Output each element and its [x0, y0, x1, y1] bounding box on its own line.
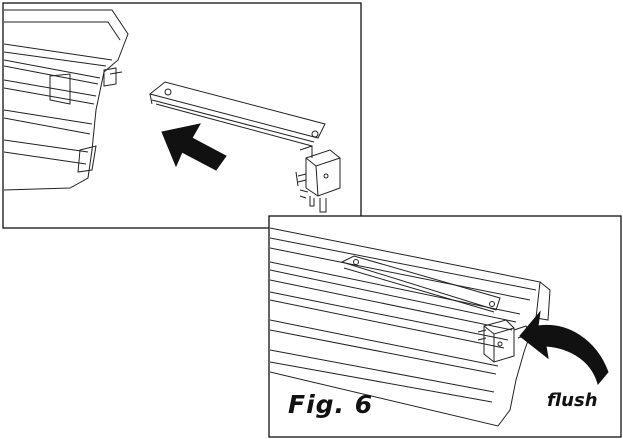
- panel-2-frame: [268, 215, 622, 438]
- panel-step-2: [268, 215, 622, 438]
- flush-callout: flush: [547, 390, 598, 411]
- panel-1-frame: [2, 2, 362, 229]
- insert-arrow: [161, 123, 227, 171]
- flush-arrow: [519, 310, 609, 386]
- aluminum-extrusion-profile: [4, 9, 129, 191]
- figure-label: Fig. 6: [288, 390, 374, 419]
- assembled-extrusion: [270, 227, 551, 427]
- panel-step-1: [2, 2, 362, 229]
- rail-bracket-part: [148, 81, 341, 213]
